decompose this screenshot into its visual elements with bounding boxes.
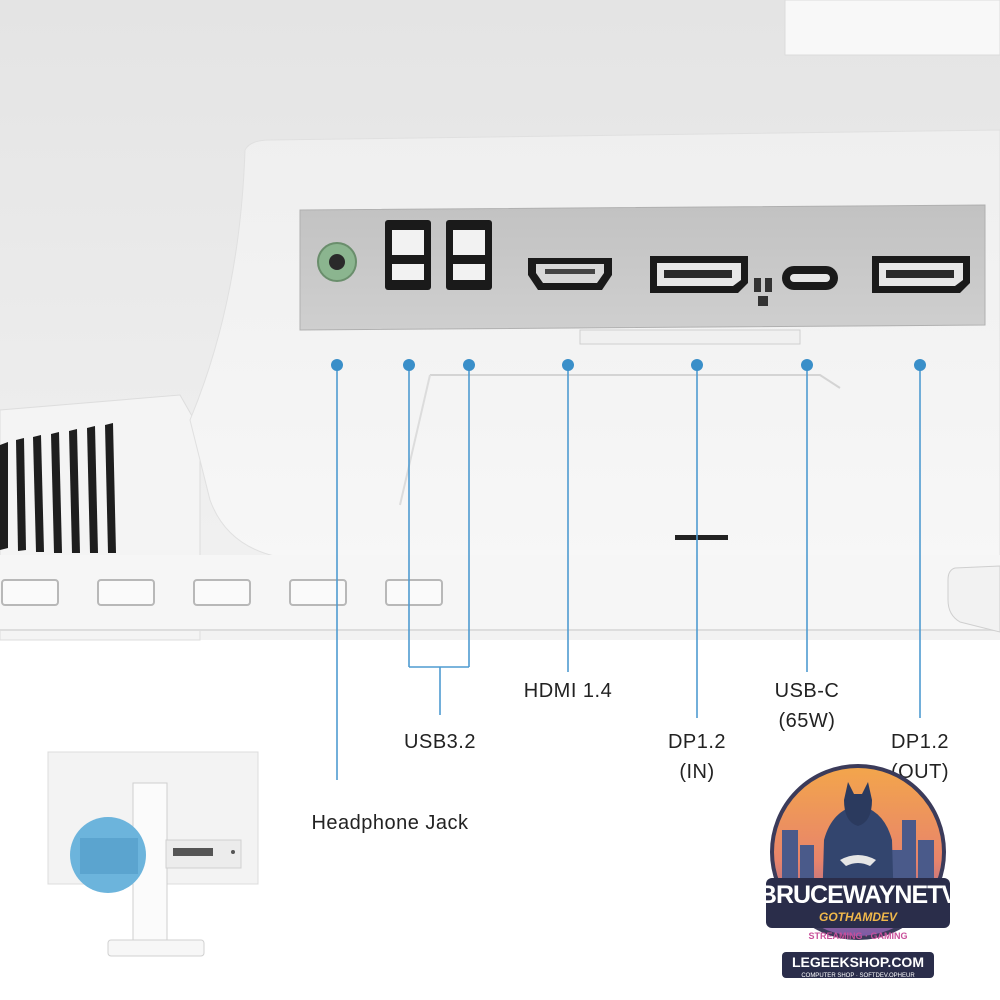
displayport-out-port: [872, 256, 970, 293]
usb-port-2: [446, 220, 492, 290]
label-headphone-jack: Headphone Jack: [311, 812, 469, 834]
label-dp-out: DP1.2 (OUT): [890, 731, 950, 783]
displayport-in-port: [650, 256, 748, 293]
control-buttons: [1, 579, 443, 606]
label-usb-c: USB-C (65W): [774, 680, 840, 732]
usb-port-1: [385, 220, 431, 290]
watermark-subtitle: GOTHAMDEV: [819, 910, 897, 924]
label-dp-in: DP1.2 (IN): [667, 731, 727, 783]
top-recess: [784, 0, 1000, 56]
watermark-logo: BRUCEWAYNETV GOTHAMDEV STREAMING · GAMIN…: [752, 760, 964, 992]
watermark-site: LEGEEKSHOP.COM: [792, 954, 924, 970]
bottom-edge: [0, 555, 1000, 630]
center-notch: [675, 535, 728, 540]
hdmi-port: [528, 258, 612, 290]
stand-foot: [947, 565, 1000, 633]
watermark-emblem: [766, 764, 950, 978]
vent-grille: [0, 423, 116, 553]
usb-c-port: [782, 266, 838, 290]
port-enclosure: [189, 129, 1000, 561]
callout-lines: [336, 365, 921, 780]
watermark-title: BRUCEWAYNETV: [758, 881, 958, 909]
label-usb: USB3.2: [404, 731, 476, 753]
label-hdmi: HDMI 1.4: [523, 680, 613, 702]
watermark-footer: COMPUTER SHOP · SOFTDEV.OPHEUR: [801, 973, 915, 979]
watermark-tagline: STREAMING · GAMING: [808, 931, 908, 941]
monitor-thumbnail: [47, 751, 259, 957]
callout-dots: [331, 359, 926, 371]
headphone-jack-port: [317, 242, 357, 282]
lock-slot: [754, 278, 772, 306]
panel-tab: [579, 329, 801, 345]
